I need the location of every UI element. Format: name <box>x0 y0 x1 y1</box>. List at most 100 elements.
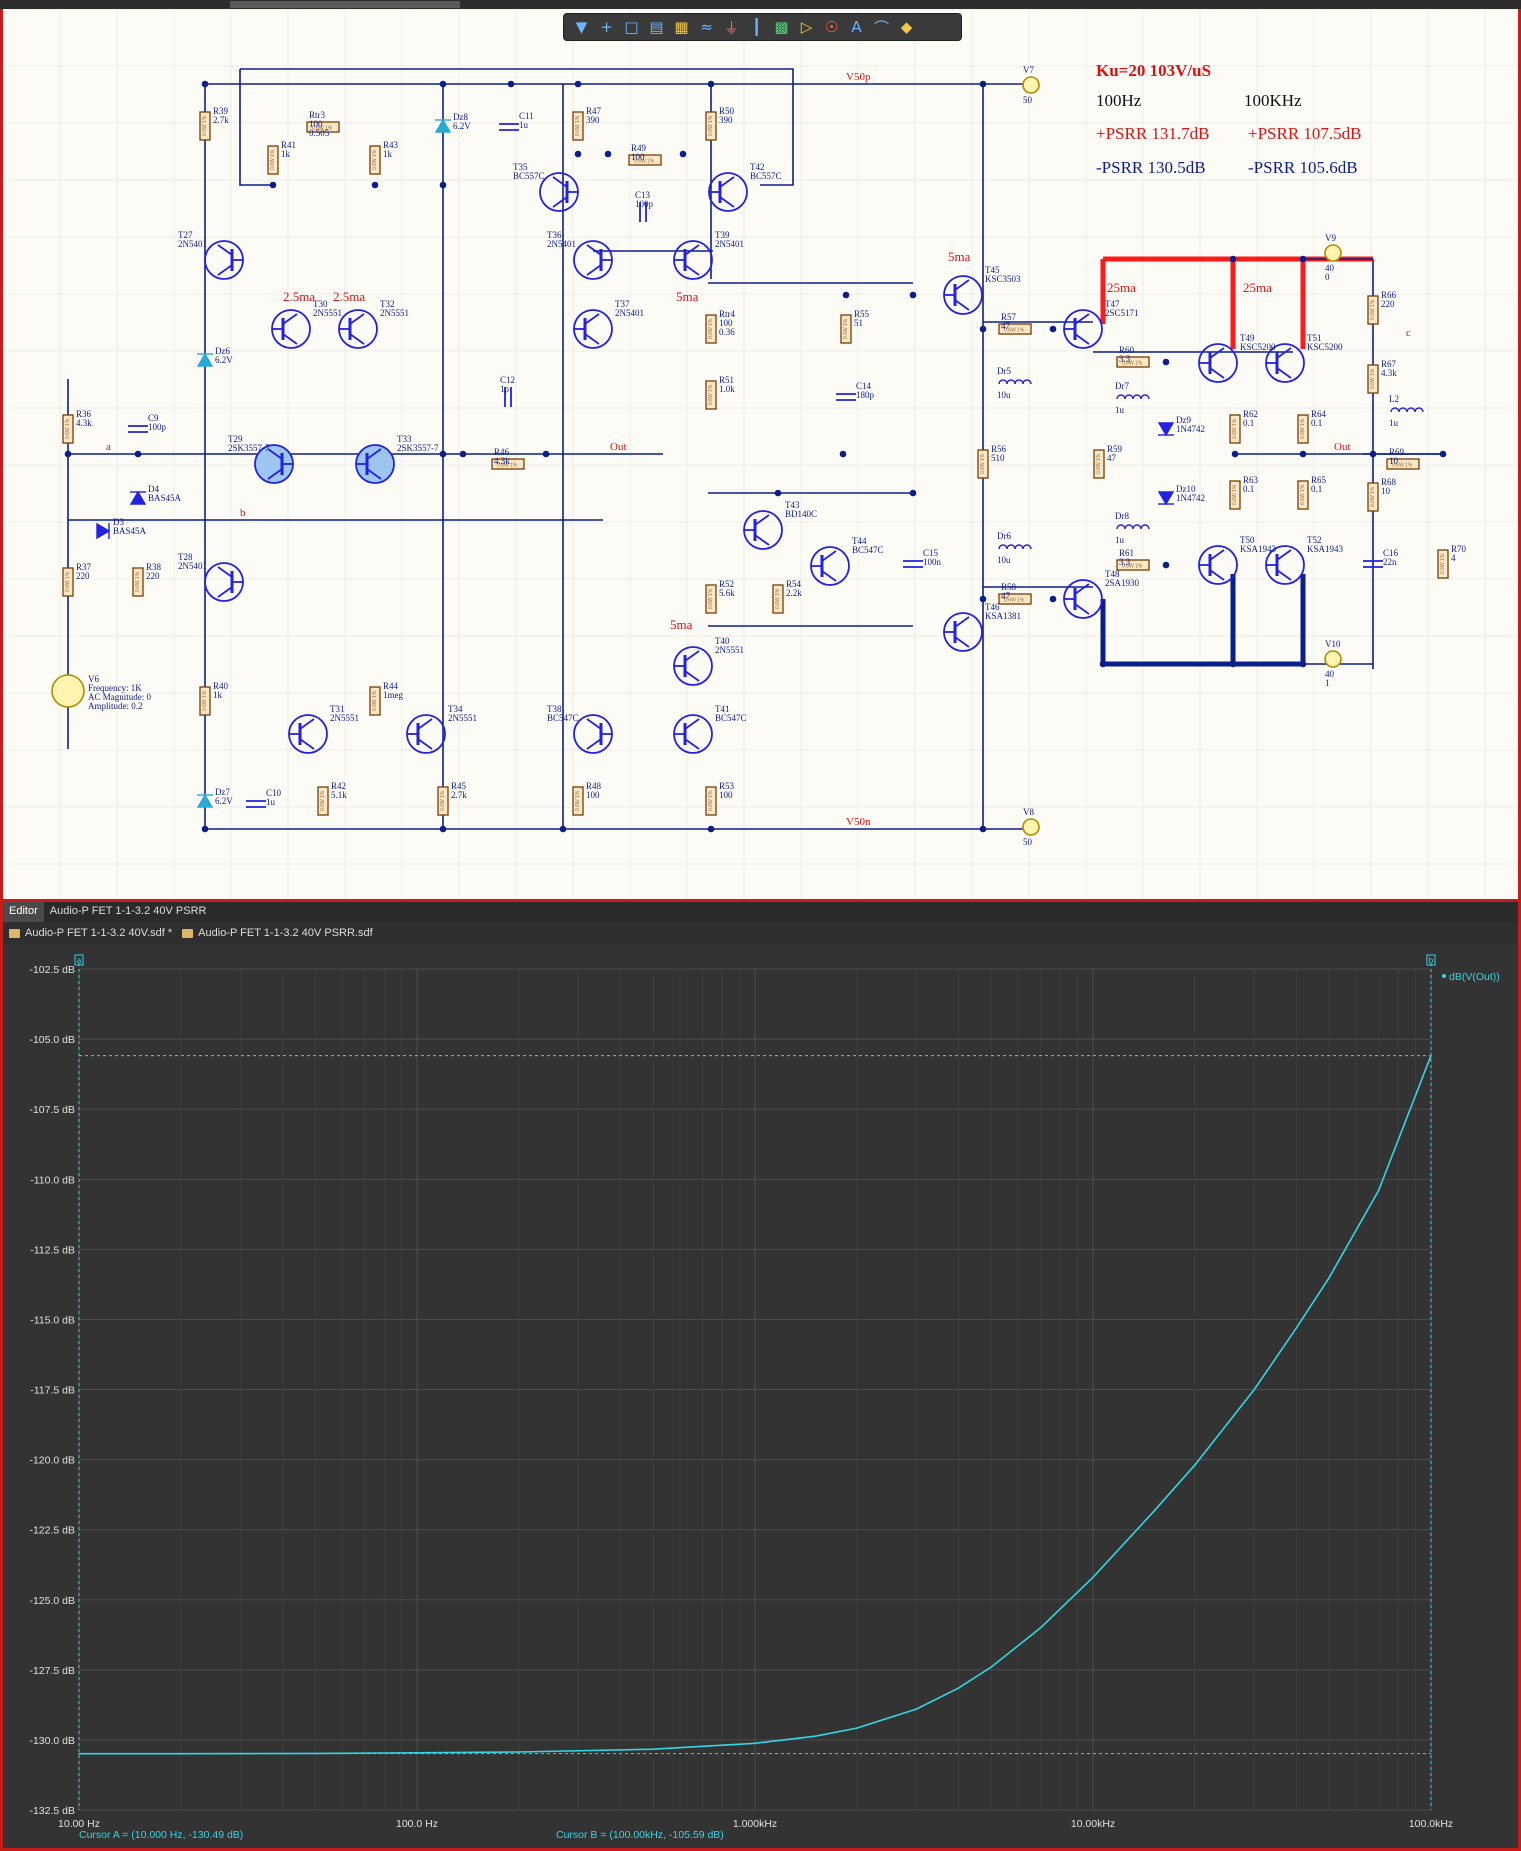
transistor-type: 2SA1930 <box>1105 578 1140 588</box>
resistor-ref: R54 <box>786 579 802 589</box>
junction-dot <box>979 80 987 88</box>
resistor-R52: 0.6W 1% <box>705 584 717 614</box>
y-tick-label: -110.0 dB <box>30 1174 75 1186</box>
align-icon[interactable]: ▤ <box>649 18 664 36</box>
resistor-R53: 0.6W 1% <box>705 786 717 816</box>
transistor-ref: T38 <box>547 704 562 714</box>
transistor-lead <box>1209 549 1225 561</box>
junction-dot <box>1229 660 1237 668</box>
resistor-body <box>705 111 717 141</box>
resistor-value: 100 <box>719 318 733 328</box>
diode-value: 6.2V <box>453 121 471 131</box>
file-icon <box>182 928 194 938</box>
part-icon[interactable]: ▩ <box>774 18 789 36</box>
transistor-lead <box>1276 367 1292 379</box>
diode-ref: Dz10 <box>1176 484 1196 494</box>
source-v7-ref: V7 <box>1023 65 1034 75</box>
capacitor-C10 <box>246 800 266 808</box>
cursor-b-readout: Cursor B = (100.00kHz, -105.59 dB) <box>556 1829 724 1841</box>
resistor-R43: 0.6W 1% <box>369 145 381 175</box>
resistor-ref: R41 <box>281 140 296 150</box>
junction-dot <box>459 450 467 458</box>
resistor-tag: 0.6W 1% <box>372 149 378 170</box>
resistor-R65: 0.6W 1% <box>1297 480 1309 510</box>
schematic-canvas[interactable]: 0.6W 1% 0.6W 1% 0.6W 1% 0.6W 1% 0.6W 1% 0.6W … <box>3 9 1518 899</box>
arc-icon[interactable]: ⌒ <box>873 18 889 37</box>
transistor-lead <box>217 566 233 578</box>
resistor-Rtr4: 0.6W 1% <box>705 314 717 344</box>
tab-psrr[interactable]: Audio-P FET 1-1-3.2 40V PSRR <box>49 905 207 917</box>
resistor-tag: 0.6W 1% <box>1370 368 1376 389</box>
top-scrollbar[interactable] <box>0 0 1521 9</box>
inductor-value: 1u <box>1389 418 1399 428</box>
current-label: 25ma <box>1243 280 1272 295</box>
component-icon[interactable]: ▦ <box>674 18 689 36</box>
probe-icon[interactable]: ☉ <box>824 18 839 36</box>
resistor-value: 390 <box>719 115 733 125</box>
inductor-Dr8 <box>1116 524 1150 530</box>
resistor-body <box>705 786 717 816</box>
resistor-body <box>1116 559 1150 571</box>
resistor-tag: 0.6W 1% <box>775 588 781 609</box>
trace-point <box>517 1751 520 1753</box>
transistor-type: BC557C <box>513 171 545 181</box>
resistor-value: 4.3k <box>76 418 92 428</box>
junction-dot <box>1229 255 1237 263</box>
resistor-tag: 0.6W 1% <box>497 463 518 469</box>
transistor-T46 <box>943 612 983 652</box>
x-tick-label: 10.00kHz <box>1071 1818 1115 1830</box>
junction-dot <box>774 489 782 497</box>
transistor-lead <box>217 244 233 256</box>
resistor-body <box>199 111 211 141</box>
current-label: 25ma <box>1107 280 1136 295</box>
transistor-type: KSA1943 <box>1307 544 1344 554</box>
capacitor-value: 100p <box>635 199 654 209</box>
transistor-lead <box>417 718 433 730</box>
resistor-value: 47 <box>1001 591 1011 601</box>
trace-point <box>1092 1576 1094 1579</box>
y-tick-label: -127.5 dB <box>29 1665 75 1677</box>
capacitor-value: 22n <box>1383 557 1397 567</box>
resistor-R59: 0.6W 1% <box>1093 449 1105 479</box>
ground-icon[interactable]: ⏚ <box>723 18 739 37</box>
resistor-body <box>491 458 525 470</box>
transistor-T39 <box>673 240 713 280</box>
resistor-value: 2.7k <box>213 115 229 125</box>
y-tick-label: -120.0 dB <box>29 1455 75 1467</box>
filter-icon[interactable]: ▼ <box>575 18 588 36</box>
resistor-ref: Rtr4 <box>719 309 736 319</box>
source-v6-param: AC Magnitude: 0 <box>88 692 151 702</box>
file-tab-2[interactable]: Audio-P FET 1-1-3.2 40V PSRR.sdf <box>182 927 373 939</box>
transistor-ref: T37 <box>615 299 630 309</box>
transistor-type: 2N5401 <box>715 239 744 249</box>
resistor-R56: 0.6W 1% <box>977 449 989 479</box>
junction-dot <box>839 450 847 458</box>
text-icon[interactable]: A <box>851 18 862 36</box>
resistor-tag: 0.6W 1% <box>1122 361 1143 367</box>
junction-dot <box>507 80 515 88</box>
diode-value: 1N4742 <box>1176 493 1205 503</box>
transistor-lead <box>586 718 602 730</box>
resistor-body <box>772 584 784 614</box>
bus-icon[interactable]: ┃ <box>751 18 762 36</box>
resistor-body <box>1386 458 1420 470</box>
file-tab-1[interactable]: Audio-P FET 1-1-3.2 40V.sdf * <box>9 927 172 939</box>
resistor-body <box>267 145 279 175</box>
net-icon[interactable]: ≈ <box>700 18 713 36</box>
select-rect-icon[interactable]: □ <box>624 18 639 36</box>
scrollbar-thumb[interactable] <box>230 1 460 8</box>
crosshair-icon[interactable]: + <box>600 18 613 36</box>
labels: T272N5401T282N5401T302N5551T322N5551T292… <box>76 65 1467 847</box>
transistor-lead <box>584 313 600 325</box>
floating-toolbar: ▼ + □ ▤ ▦ ≈ ⏚ ┃ ▩ ▷ ☉ A ⌒ ◆ <box>563 13 962 41</box>
port-icon[interactable]: ▷ <box>800 18 813 36</box>
tab-editor[interactable]: Editor <box>3 902 44 922</box>
transistor-ref: T28 <box>178 552 193 562</box>
trace-point <box>957 1687 960 1689</box>
source-v9-value2: 0 <box>1325 272 1330 282</box>
junction-icon[interactable]: ◆ <box>900 18 913 36</box>
resistor-ref: R51 <box>719 375 734 385</box>
resistor-extra: 0.36 <box>719 327 735 337</box>
resistor-tag: 0.6W 1% <box>708 588 714 609</box>
